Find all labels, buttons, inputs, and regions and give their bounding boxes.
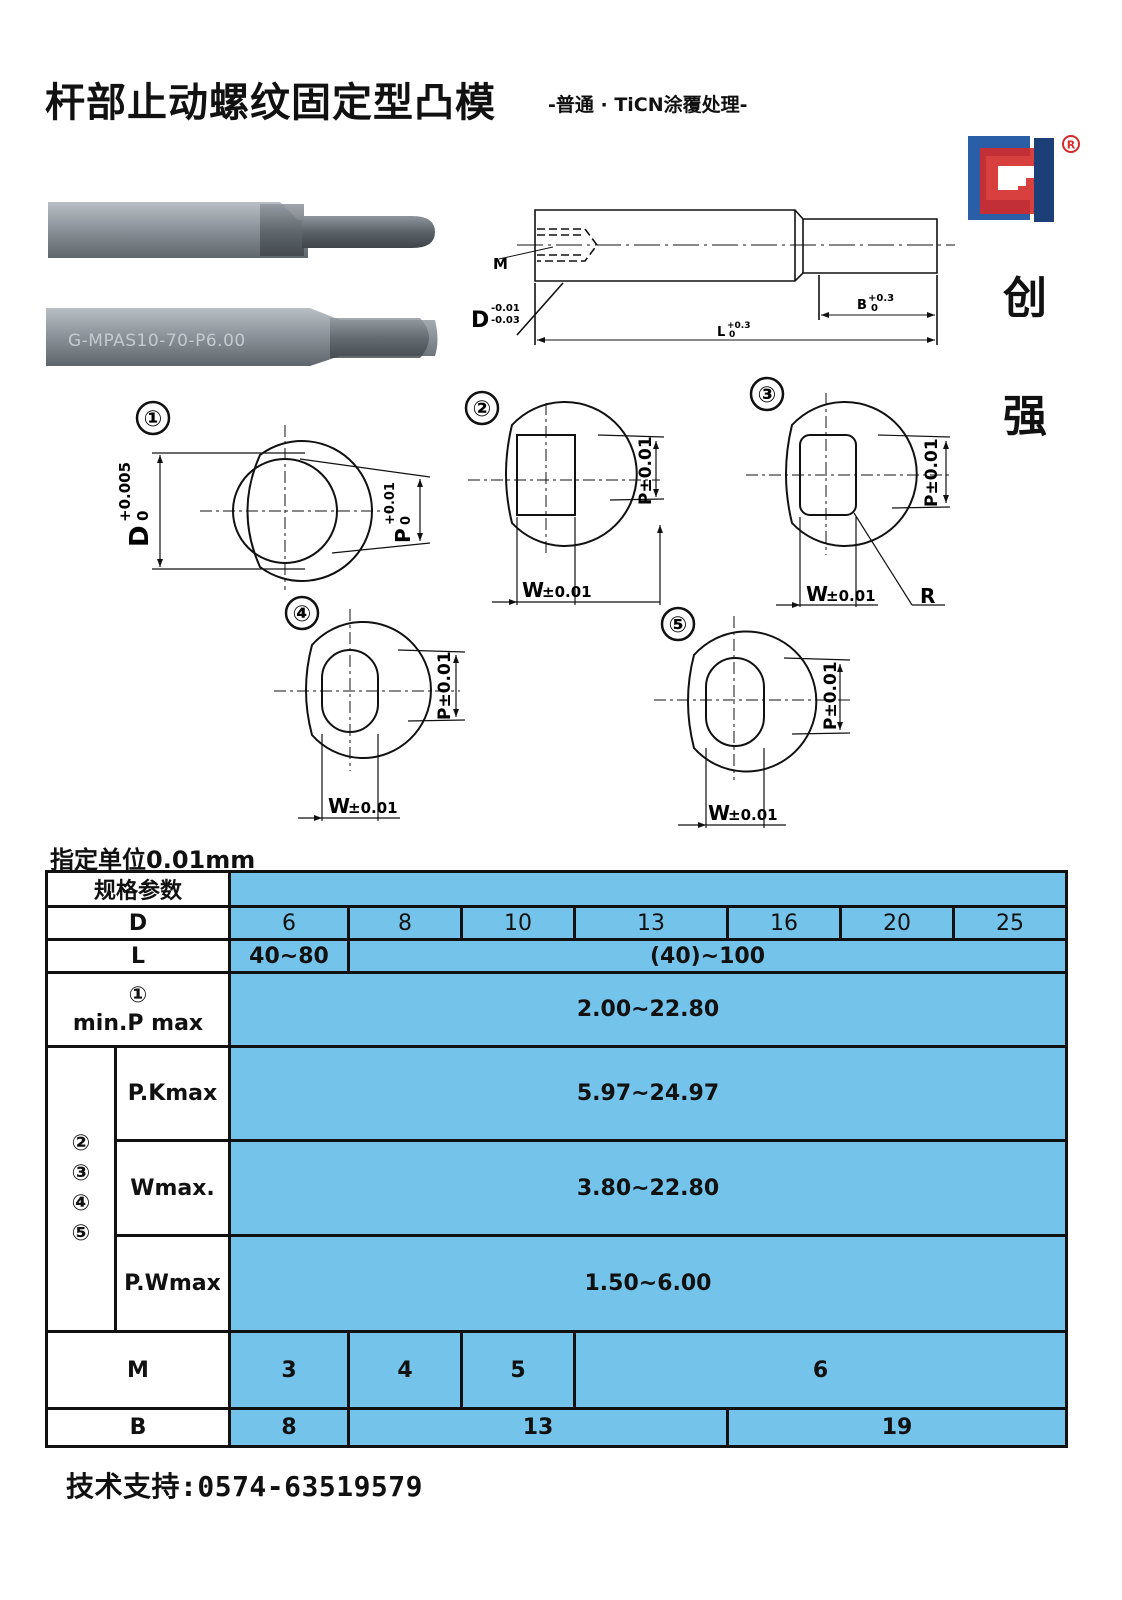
l-label: L	[717, 325, 725, 340]
m-value: 6	[576, 1333, 1065, 1407]
shape-3-number: ③	[758, 383, 777, 408]
shape-3-drawing: ③ P±0.01 W ±0.01 R	[746, 376, 951, 608]
support-phone: 技术支持:0574-63519579	[66, 1470, 424, 1503]
side-view-drawing: M D -0.01 -0.03 B +0.3 0 L +0.3 0	[471, 209, 955, 345]
m-value: 5	[463, 1333, 573, 1407]
brand-char-1: 创	[1003, 273, 1047, 324]
svg-text:R: R	[1067, 139, 1076, 152]
group-number: ③	[71, 1161, 91, 1186]
shape-3-r-label: R	[920, 584, 935, 608]
m-value: 3	[231, 1333, 347, 1407]
b-tol-lower: 0	[871, 303, 878, 314]
product-photo: G-MPAS10-70-P6.00	[46, 202, 438, 366]
shape-3-w-label: W	[806, 582, 828, 606]
shape-5-w-label: W	[708, 801, 730, 825]
shape-1-d-tol-upper: +0.005	[116, 462, 134, 522]
shape-4-w-tol: ±0.01	[348, 799, 398, 817]
pk-value: 5.97~24.97	[231, 1048, 1065, 1139]
shape-1-d-tol-lower: 0	[134, 511, 152, 521]
m-value: 4	[350, 1333, 460, 1407]
shape-2-p-label: P±0.01	[636, 436, 656, 505]
l-tol-upper: +0.3	[727, 321, 750, 331]
d-label: D	[471, 308, 489, 333]
l-value: 40~80	[231, 941, 347, 971]
group-number: ②	[71, 1131, 91, 1156]
brand-logo: R	[968, 135, 1080, 222]
shape-2-w-label: W	[522, 578, 544, 602]
shape-2-w-tol: ±0.01	[542, 583, 592, 601]
d-value: 6	[231, 908, 347, 938]
shape-2-drawing: ② P±0.01 W ±0.01	[464, 390, 665, 605]
shape-4-drawing: ④ P±0.01 W ±0.01	[274, 595, 466, 821]
shape-1-d-label: D	[125, 525, 155, 547]
table-header-label: 规格参数	[48, 873, 228, 905]
page-subtitle: -普通 · TiCN涂覆处理-	[548, 94, 748, 116]
shape-2-number: ②	[473, 397, 492, 422]
l-value: (40)~100	[350, 941, 1065, 971]
d-value: 10	[463, 908, 573, 938]
shape-1-p-tol-upper: +0.01	[383, 482, 398, 525]
shape-5-w-tol: ±0.01	[728, 806, 778, 824]
d-value: 16	[729, 908, 839, 938]
l-row-label: L	[48, 941, 228, 971]
unit-note: 指定单位0.01mm	[50, 846, 256, 874]
shape-5-drawing: ⑤ P±0.01 W ±0.01	[654, 606, 851, 828]
table-header-fill	[231, 873, 1065, 905]
shape-4-p-label: P±0.01	[435, 651, 455, 720]
b-tol-upper: +0.3	[868, 293, 894, 304]
d-value: 8	[350, 908, 460, 938]
b-row-label: B	[48, 1410, 228, 1445]
page-title: 杆部止动螺纹固定型凸模	[45, 80, 496, 126]
b-value: 8	[231, 1410, 347, 1445]
d-value: 25	[955, 908, 1065, 938]
b-value: 13	[350, 1410, 726, 1445]
shape-3-w-tol: ±0.01	[826, 587, 876, 605]
b-label: B	[857, 298, 867, 313]
l-tol-lower: 0	[729, 330, 735, 340]
group-numbers: ② ③ ④ ⑤	[48, 1048, 114, 1330]
pw-row-label: P.Wmax	[117, 1237, 228, 1330]
shape-1-p-tol-lower: 0	[399, 516, 414, 525]
d-tol-lower: -0.03	[491, 315, 520, 326]
b-value: 19	[729, 1410, 1065, 1445]
shape-1-number: ①	[144, 407, 163, 432]
spec-table: 规格参数 D 6 8 10 13 16 20 25 L 40~80 (40)~1…	[45, 870, 1068, 1448]
m-label: M	[493, 255, 508, 273]
group-number: ④	[71, 1191, 91, 1216]
brand-char-2: 强	[1003, 391, 1047, 442]
shape1-value: 2.00~22.80	[231, 974, 1065, 1045]
shape1-number: ①	[128, 982, 148, 1008]
d-value: 13	[576, 908, 726, 938]
punch-engraving: G-MPAS10-70-P6.00	[68, 331, 246, 351]
w-value: 3.80~22.80	[231, 1142, 1065, 1234]
m-row-label: M	[48, 1333, 228, 1407]
pw-value: 1.50~6.00	[231, 1237, 1065, 1330]
shape-4-number: ④	[293, 602, 312, 627]
shape-4-w-label: W	[328, 794, 350, 818]
shape1-label: min.P max	[72, 1010, 204, 1036]
shape1-row-label: ① min.P max	[48, 974, 228, 1045]
d-row-label: D	[48, 908, 228, 938]
shape-3-p-label: P±0.01	[922, 438, 942, 507]
shape-1-p-label: P	[391, 528, 415, 543]
group-number: ⑤	[71, 1221, 91, 1246]
d-value: 20	[842, 908, 952, 938]
shape-5-number: ⑤	[669, 613, 688, 638]
w-row-label: Wmax.	[117, 1142, 228, 1234]
shape-5-p-label: P±0.01	[821, 661, 841, 730]
d-tol-upper: -0.01	[491, 303, 520, 314]
shape-1-drawing: ① D +0.005 0 P +0.01 0	[116, 400, 431, 590]
pk-row-label: P.Kmax	[117, 1048, 228, 1139]
